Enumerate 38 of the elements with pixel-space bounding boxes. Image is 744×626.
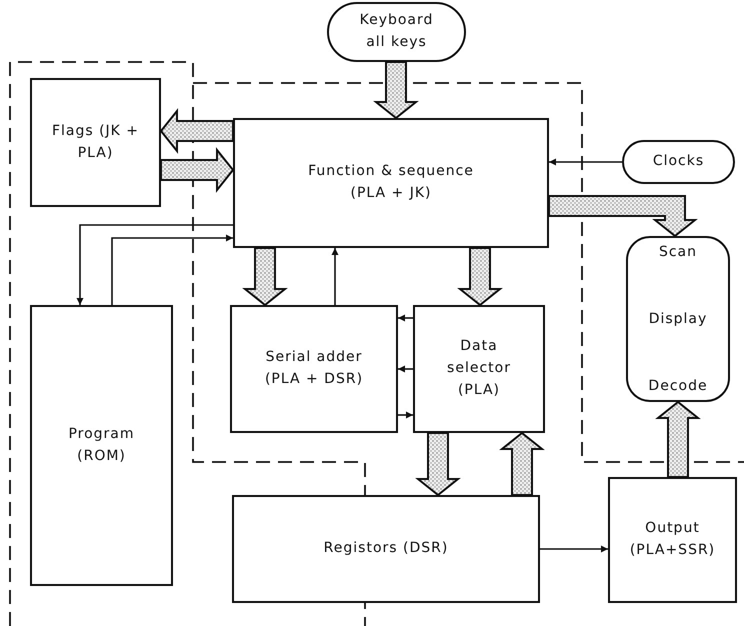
block-label: Clocks — [652, 152, 704, 172]
arrow — [540, 546, 608, 552]
block-label: Serial adder (PLA + DSR) — [264, 348, 364, 389]
block-label: Scan — [658, 243, 698, 262]
block-label: Registors (DSR) — [324, 539, 448, 558]
block-label: Program (ROM) — [67, 424, 136, 466]
block-box — [30, 78, 161, 207]
arrow — [398, 412, 413, 418]
block-box — [608, 477, 737, 603]
bus-arrow — [160, 147, 234, 193]
block-box — [232, 495, 540, 603]
terminal-pill — [622, 140, 735, 184]
block-label: Decode — [648, 377, 708, 396]
block-box — [233, 118, 549, 248]
arrow — [398, 314, 413, 322]
arrow — [398, 366, 413, 372]
block-label: Function & sequence (PLA + JK) — [307, 162, 475, 203]
block-label: Flags (JK + PLA) — [50, 122, 140, 162]
bus-arrow — [548, 195, 698, 238]
arrow — [76, 224, 233, 305]
block-box — [413, 305, 545, 433]
bus-arrow — [457, 247, 503, 306]
block-box — [30, 305, 173, 586]
block-label: Keyboard all keys — [358, 11, 434, 52]
display-box — [626, 236, 730, 402]
bus-arrow — [415, 432, 461, 496]
arrow — [111, 234, 233, 305]
bus-arrow — [373, 61, 419, 120]
block-label: Data selector (PLA) — [446, 337, 512, 400]
block-box — [230, 305, 398, 433]
block-label: Output (PLA+SSR) — [628, 519, 716, 560]
bus-arrow — [242, 247, 288, 306]
arrow — [549, 158, 622, 166]
bus-arrow — [655, 400, 701, 478]
block-label: Display — [648, 310, 708, 330]
bus-arrow — [160, 108, 234, 154]
arrow — [332, 248, 338, 305]
bus-arrow — [499, 432, 545, 496]
